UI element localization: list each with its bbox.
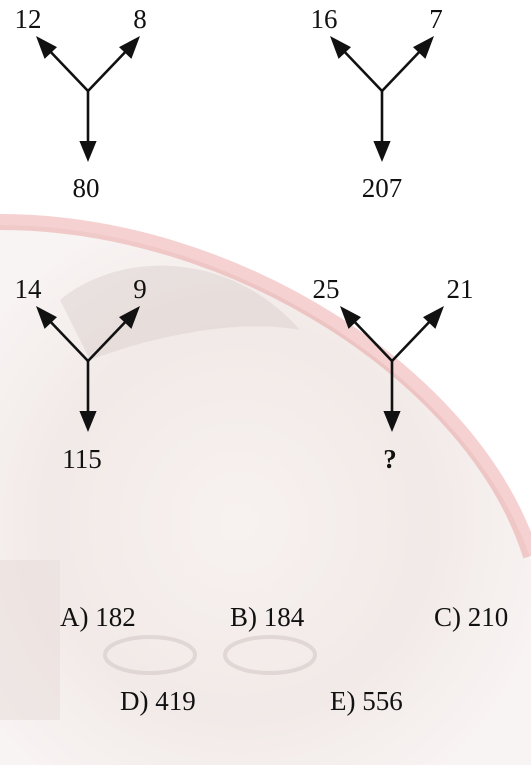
arrow-stem-right	[86, 45, 132, 93]
figure-4-unknown-number: ?	[383, 444, 397, 474]
figure-2: 16 7 207	[311, 4, 443, 203]
figure-4-right-number: 21	[447, 274, 474, 304]
watermark-disc	[0, 225, 531, 765]
figure-1-right-number: 8	[133, 4, 147, 34]
option-e[interactable]: E) 556	[330, 686, 403, 716]
arrow-head-down	[79, 411, 97, 432]
figure-3-bottom-number: 115	[62, 444, 102, 474]
figure-3-left-number: 14	[15, 274, 43, 304]
figure-3-right-number: 9	[133, 274, 147, 304]
figure-4-left-number: 25	[313, 274, 340, 304]
option-a[interactable]: A) 182	[60, 602, 136, 632]
arrow-head-down	[79, 141, 97, 162]
arrow-stem-right	[390, 315, 436, 363]
arrow-head-down	[383, 411, 401, 432]
figure-2-bottom-number: 207	[362, 173, 403, 203]
arrow-stem-left	[338, 45, 384, 93]
arrow-stem-left	[348, 315, 394, 363]
arrow-head-right	[119, 36, 140, 59]
option-c[interactable]: C) 210	[434, 602, 509, 632]
figure-4: 25 21 ?	[313, 274, 474, 474]
arrow-head-left	[36, 306, 57, 329]
arrow-head-down	[373, 141, 391, 162]
arrow-stem-right	[86, 315, 132, 363]
figure-2-left-number: 16	[311, 4, 338, 34]
arrow-head-right	[423, 306, 444, 329]
watermark-arc	[0, 214, 531, 559]
figure-3: 14 9 115	[15, 274, 147, 474]
figure-1-left-number: 12	[15, 4, 42, 34]
arrow-stem-left	[44, 45, 90, 93]
arrow-head-right	[119, 306, 140, 329]
arrow-stem-left	[44, 315, 90, 363]
option-b[interactable]: B) 184	[230, 602, 305, 632]
arrow-head-right	[413, 36, 434, 59]
arrow-head-left	[36, 36, 57, 59]
arrow-head-left	[340, 306, 361, 329]
option-d[interactable]: D) 419	[120, 686, 196, 716]
arrow-head-left	[330, 36, 351, 59]
figure-2-right-number: 7	[429, 4, 443, 34]
figure-1: 12 8 80	[15, 4, 147, 203]
figure-1-bottom-number: 80	[73, 173, 100, 203]
arrow-stem-right	[380, 45, 426, 93]
